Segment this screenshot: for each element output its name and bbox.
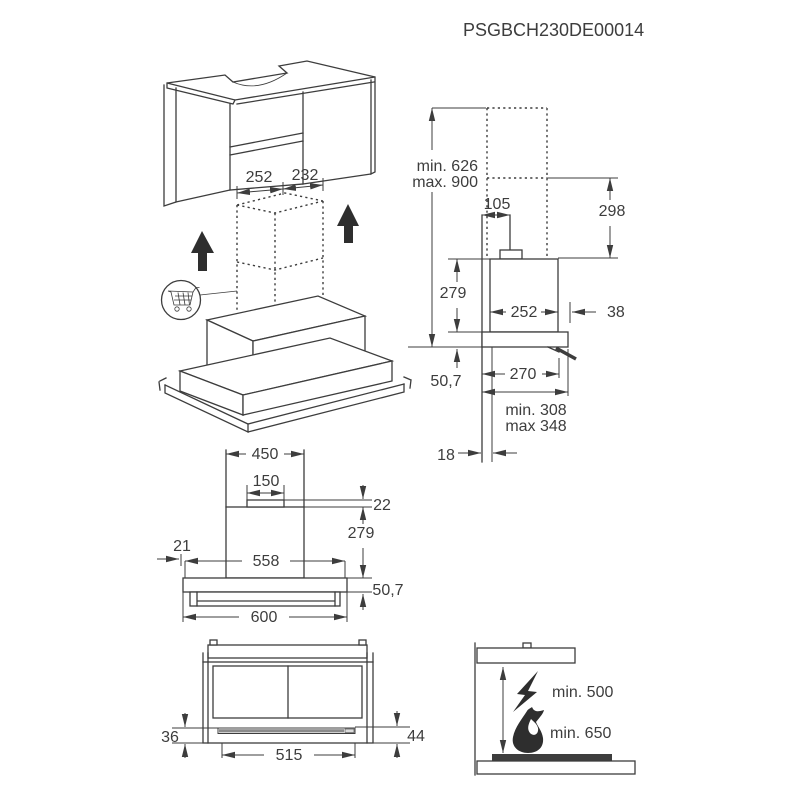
clearance-cooktop — [492, 754, 612, 761]
dim-top-width: 450 — [252, 446, 279, 463]
dim-height-min: min. 626 — [417, 158, 478, 175]
side-extension-lines — [491, 302, 571, 462]
dim-total-width: 600 — [251, 609, 278, 626]
dim-electric-clearance: min. 500 — [552, 684, 613, 701]
dim-right-height: 44 — [407, 728, 425, 745]
hood-flange-isometric — [158, 376, 412, 434]
front-hood-body — [182, 577, 348, 593]
dim-plate-height-front: 50,7 — [372, 582, 403, 599]
clearance-counter — [476, 760, 636, 775]
side-chimney-dashed — [486, 107, 548, 259]
front-duct-stub — [246, 499, 285, 508]
hood-plate-isometric — [177, 337, 395, 416]
bottom-handle-strip — [217, 727, 356, 734]
dim-rear-offset: 38 — [607, 304, 625, 321]
dim-depth-max: max 348 — [505, 418, 566, 435]
installation-isometric-view: 252 232 — [158, 60, 412, 434]
front-top-section-sides — [225, 449, 305, 508]
dim-plate-depth: 270 — [510, 366, 537, 383]
dim-filter-width: 515 — [276, 747, 303, 764]
side-mounting-plate — [481, 331, 569, 348]
product-code-title: PSGBCH230DE00014 — [463, 20, 644, 40]
damper-lever — [555, 346, 577, 361]
dim-duct-height: 22 — [373, 497, 391, 514]
cabinet-top-face — [166, 60, 376, 101]
clearance-hood — [476, 647, 576, 664]
clearance-hood-stub — [522, 642, 532, 649]
front-bottom-channel — [189, 591, 341, 607]
dim-body-height-front: 279 — [348, 525, 375, 542]
bottom-dimension-view: 36 44 515 — [161, 639, 425, 764]
dim-duct-width: 105 — [484, 196, 511, 213]
dim-wall-gap: 18 — [437, 447, 455, 464]
dim-height-max: max. 900 — [412, 174, 478, 191]
cabinet-top-edge — [166, 82, 236, 105]
cabinet-left-panel-inner — [175, 103, 231, 203]
dim-gas-clearance: min. 650 — [550, 725, 611, 742]
dim-left-height: 36 — [161, 729, 179, 746]
bottom-bar-tab-left — [209, 639, 218, 646]
clearance-view: min. 500 min. 650 — [474, 642, 636, 776]
damper-lever-base — [547, 346, 560, 353]
dim-body-depth: 252 — [511, 304, 538, 321]
bottom-reference-lines — [172, 726, 410, 744]
dim-depth-min: min. 308 — [505, 402, 566, 419]
lightning-icon — [513, 671, 538, 712]
bottom-body-inner-sides — [207, 661, 368, 744]
cabinet-left-panel-edge — [163, 84, 177, 207]
side-duct-stub — [499, 249, 523, 260]
cabinet-right-panel-edge — [370, 76, 376, 176]
shopping-cart-icon — [167, 287, 200, 312]
dim-plate-height-side: 50,7 — [430, 373, 461, 390]
side-reference-lines — [408, 107, 618, 348]
accessory-cart-badge — [160, 279, 238, 321]
side-hood-body — [489, 258, 559, 333]
front-hood-top-section — [225, 506, 305, 579]
dim-body-height-side: 279 — [440, 285, 467, 302]
dim-cutout-front: 252 — [246, 169, 273, 186]
flame-icon — [512, 707, 544, 753]
side-dimension-view: min. 626 max. 900 105 298 279 252 38 50,… — [408, 107, 626, 464]
dim-duct-width-front: 150 — [253, 473, 280, 490]
bottom-ears — [202, 652, 374, 663]
bottom-top-bar — [207, 644, 368, 659]
cabinet-top-edge-right — [236, 81, 375, 105]
dim-chimney-height: 298 — [599, 203, 626, 220]
up-arrow-left-icon — [191, 231, 214, 271]
dim-side-offset: 21 — [173, 538, 191, 555]
cabinet-cutout-arc — [232, 72, 288, 87]
bottom-bar-tab-right — [358, 639, 367, 646]
up-arrow-right-icon — [337, 204, 359, 243]
front-dimension-view: 450 150 22 279 21 558 50,7 600 — [157, 446, 404, 758]
dim-body-width: 558 — [253, 553, 280, 570]
iso-dimensions: 252 232 — [236, 167, 324, 199]
dim-cutout-side: 232 — [292, 167, 319, 184]
